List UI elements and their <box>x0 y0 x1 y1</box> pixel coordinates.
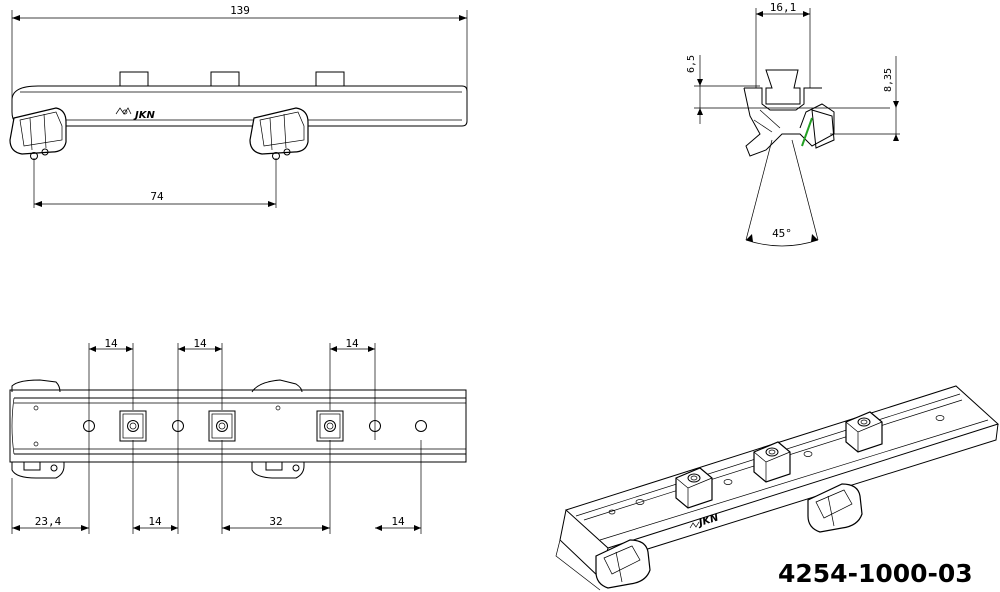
dim-height-right: 8,35 <box>883 68 894 92</box>
side-view: 139 JKN <box>9 4 468 208</box>
dim-lever-spacing: 74 <box>150 190 164 203</box>
dim-slot-width-1: 14 <box>104 337 118 350</box>
dim-overall-length: 139 <box>230 4 250 17</box>
dim-slot-width-2: 14 <box>193 337 207 350</box>
part-number: 4254-1000-03 <box>778 559 973 588</box>
dim-bottom-width-2: 14 <box>391 515 405 528</box>
dim-offset-left: 23,4 <box>35 515 62 528</box>
dim-slot-width-3: 14 <box>345 337 359 350</box>
dim-bottom-width-1: 14 <box>148 515 162 528</box>
dim-top-width: 16,1 <box>770 1 797 14</box>
left-lever <box>9 107 67 160</box>
right-lever <box>249 107 309 160</box>
dim-angle: 45° <box>772 227 792 240</box>
dim-spacing: 32 <box>269 515 282 528</box>
jkn-logo: JKN <box>115 107 155 121</box>
logo-text: JKN <box>133 110 155 121</box>
top-view: 14 14 14 <box>9 337 467 534</box>
isometric-view: JKN <box>555 385 999 591</box>
dim-height-left: 6,5 <box>686 55 697 73</box>
end-view: 16,1 6,5 8,35 45° <box>686 1 900 247</box>
